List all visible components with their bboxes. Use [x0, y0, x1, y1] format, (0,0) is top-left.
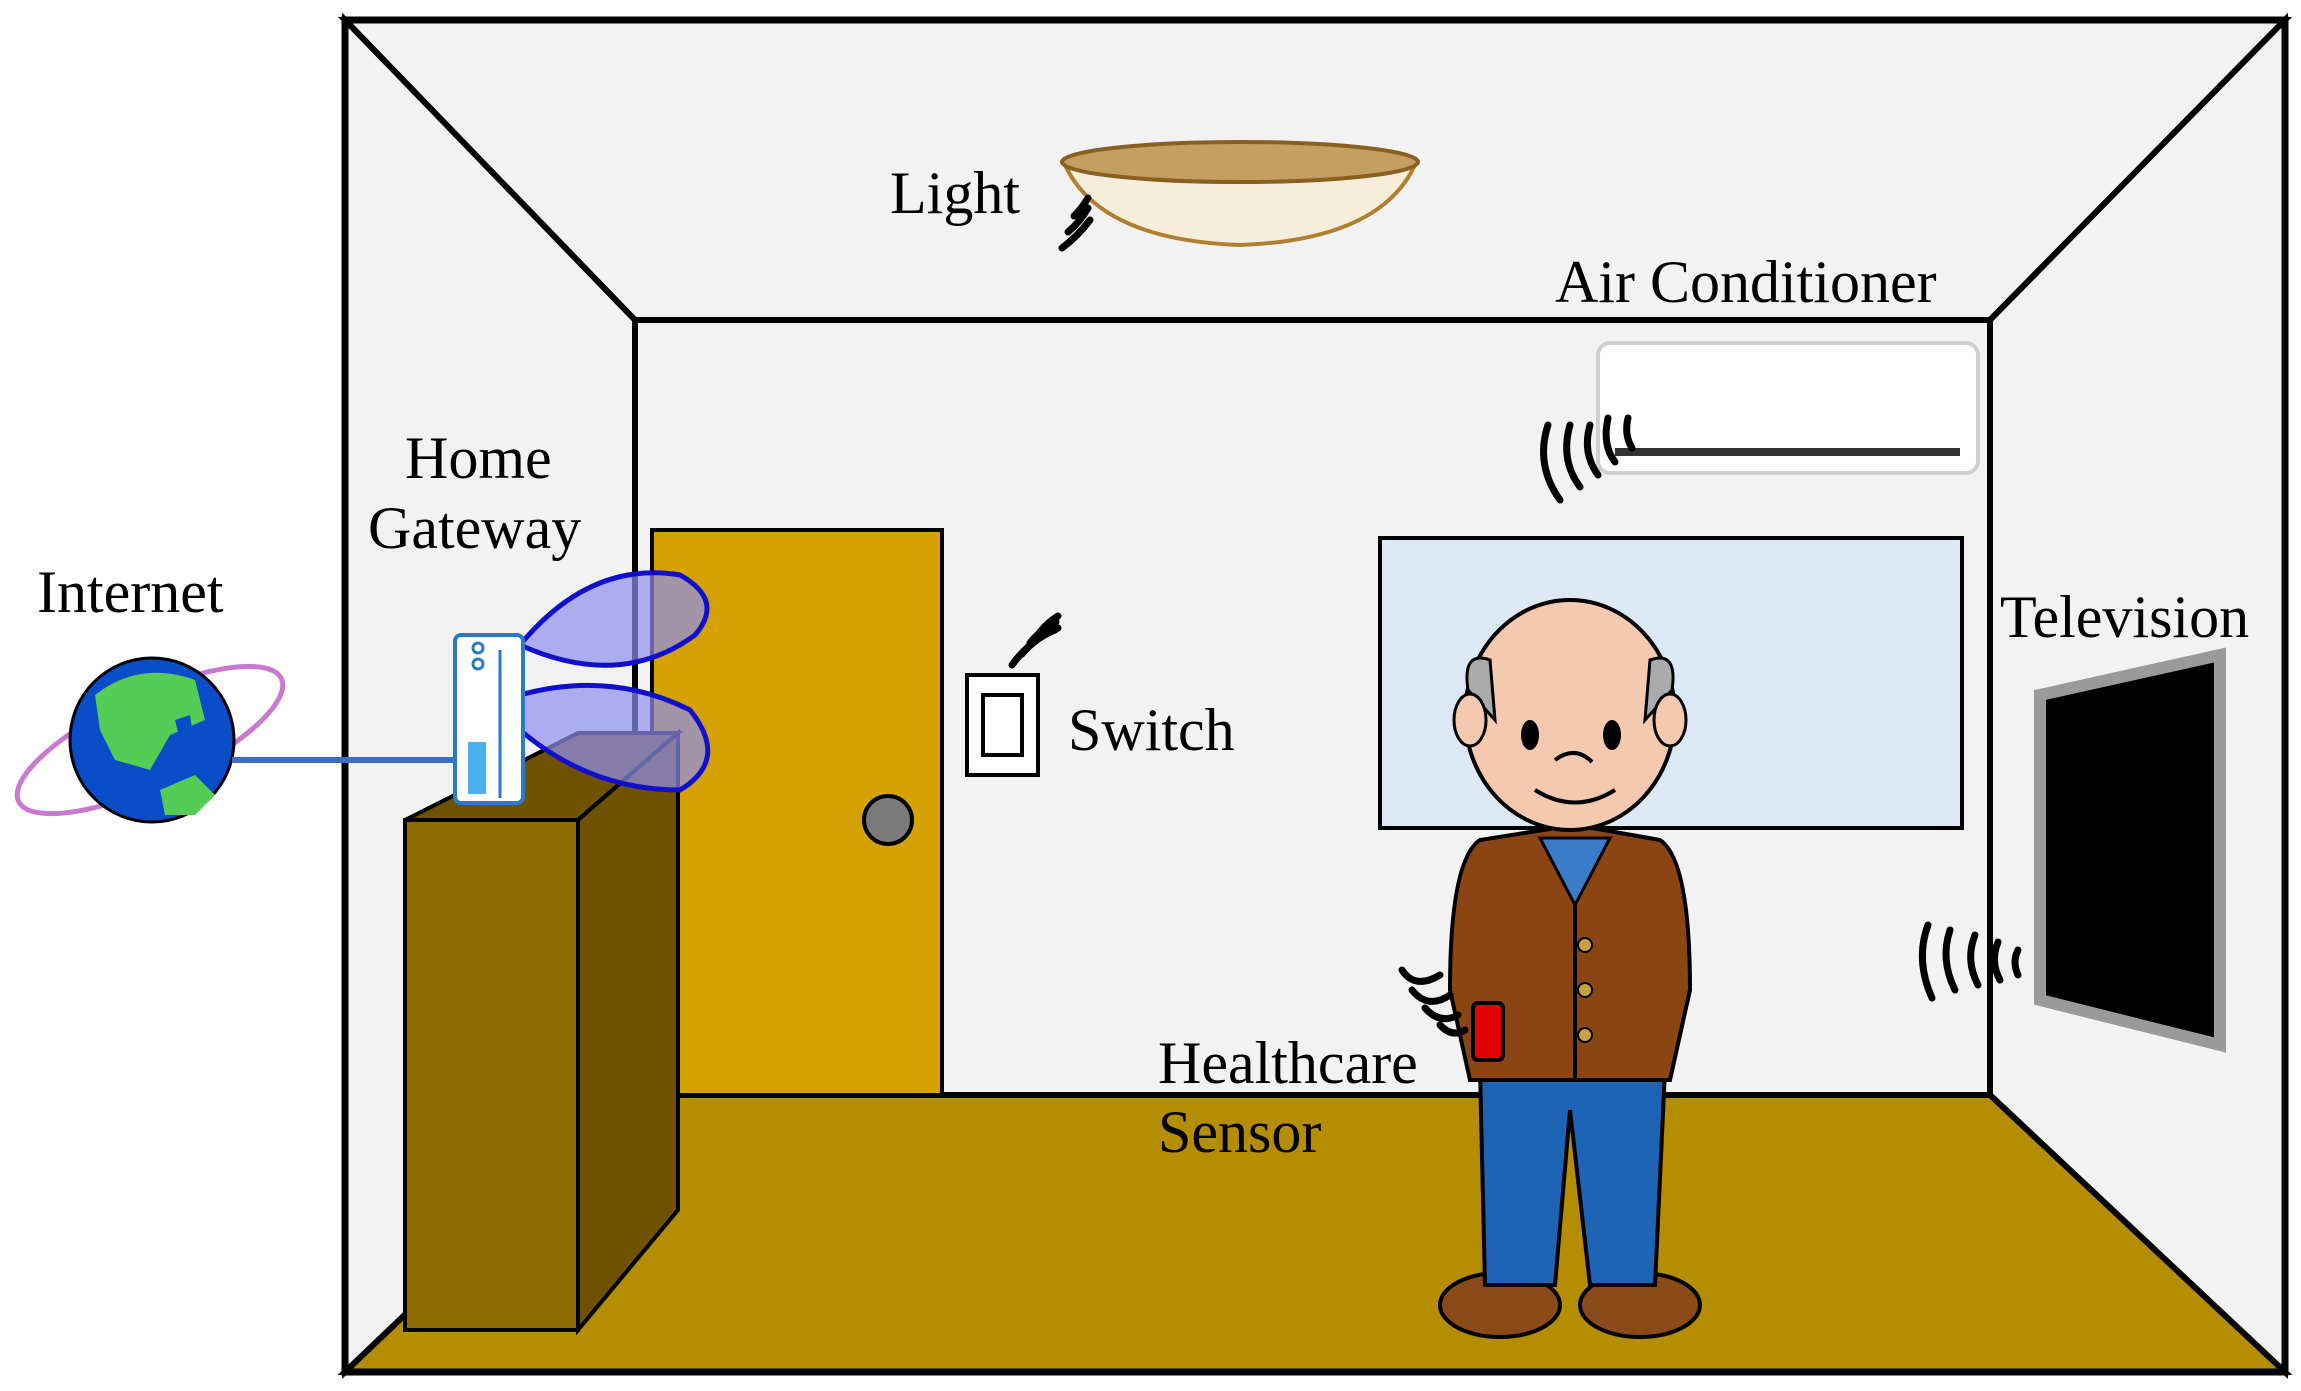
television-signal-icon	[1918, 921, 2022, 1002]
room-outline	[341, 16, 2289, 1376]
label-home-gateway-line1: Home	[405, 425, 552, 491]
door-knob	[862, 794, 914, 846]
elderly-person-illustration	[1398, 598, 1702, 1339]
home-gateway	[453, 570, 711, 805]
label-healthcare-sensor-line2: Sensor	[1158, 1099, 1321, 1165]
label-switch: Switch	[1068, 697, 1235, 763]
label-home-gateway-line2: Gateway	[368, 495, 581, 561]
ceiling-light	[1058, 140, 1420, 252]
label-light: Light	[890, 160, 1020, 226]
air-conditioner	[1540, 341, 1980, 504]
label-television: Television	[2000, 584, 2249, 650]
air-conditioner-signal-icon	[1540, 414, 1636, 504]
internet-globe-icon	[14, 656, 286, 824]
label-air-conditioner: Air Conditioner	[1555, 249, 1937, 315]
label-internet: Internet	[37, 559, 224, 625]
gateway-signal-lobe-upper	[515, 570, 710, 668]
cabinet-front	[403, 818, 580, 1332]
switch-signal-icon	[1008, 612, 1062, 669]
wall-switch	[965, 612, 1062, 777]
television	[1918, 647, 2226, 1053]
gateway-signal-lobe-lower	[517, 682, 711, 793]
label-healthcare-sensor-line1: Healthcare	[1158, 1030, 1418, 1096]
light-signal-icon	[1058, 194, 1094, 252]
healthcare-sensor-signal-icon	[1398, 966, 1469, 1037]
healthcare-sensor-device	[1471, 1001, 1505, 1062]
cabinet	[403, 728, 684, 1336]
